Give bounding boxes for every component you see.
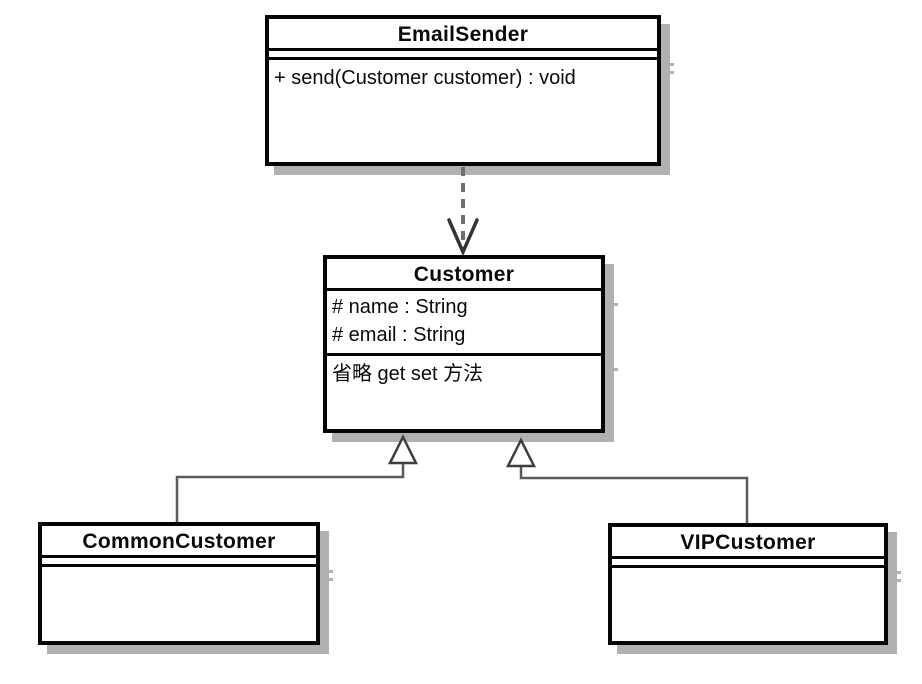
methods-compartment: 省略 get set 方法 xyxy=(327,356,601,388)
methods-compartment-empty xyxy=(612,568,884,573)
hollow-triangle-icon xyxy=(505,437,537,468)
attributes-compartment: # name : String # email : String xyxy=(327,291,601,356)
dependency-arrow-emailsender-customer xyxy=(447,167,479,257)
generalization-line xyxy=(519,466,749,523)
generalization-connector-commoncustomer xyxy=(175,434,419,522)
divider-shadow-tick xyxy=(610,303,618,306)
attribute-line: # email : String xyxy=(332,324,466,346)
methods-compartment-empty xyxy=(42,567,316,572)
class-box-commoncustomer: CommonCustomer xyxy=(38,522,333,645)
generalization-line xyxy=(175,463,405,522)
generalization-connector-vipcustomer xyxy=(505,437,749,523)
attributes-compartment-empty xyxy=(42,558,316,567)
divider-shadow-tick xyxy=(325,570,333,573)
attributes-compartment-empty xyxy=(612,559,884,568)
methods-compartment: + send(Customer customer) : void xyxy=(269,60,657,92)
divider-shadow-tick xyxy=(325,578,333,581)
class-title-commoncustomer: CommonCustomer xyxy=(42,526,316,558)
class-title-vipcustomer: VIPCustomer xyxy=(612,527,884,559)
hollow-triangle-icon xyxy=(387,434,419,465)
class-title-customer: Customer xyxy=(327,259,601,291)
class-box-emailsender: EmailSender + send(Customer customer) : … xyxy=(265,15,674,166)
class-title-emailsender: EmailSender xyxy=(269,19,657,51)
open-arrowhead-icon xyxy=(447,218,479,257)
attributes-compartment-empty xyxy=(269,51,657,60)
attribute-line: # name : String xyxy=(332,296,468,318)
method-line: 省略 get set 方法 xyxy=(332,363,484,385)
divider-shadow-tick xyxy=(666,71,674,74)
divider-shadow-tick xyxy=(893,571,901,574)
divider-shadow-tick xyxy=(610,368,618,371)
class-box-vipcustomer: VIPCustomer xyxy=(608,523,901,645)
divider-shadow-tick xyxy=(893,579,901,582)
method-line: + send(Customer customer) : void xyxy=(274,67,576,89)
divider-shadow-tick xyxy=(666,63,674,66)
class-box-customer: Customer # name : String # email : Strin… xyxy=(323,255,618,433)
